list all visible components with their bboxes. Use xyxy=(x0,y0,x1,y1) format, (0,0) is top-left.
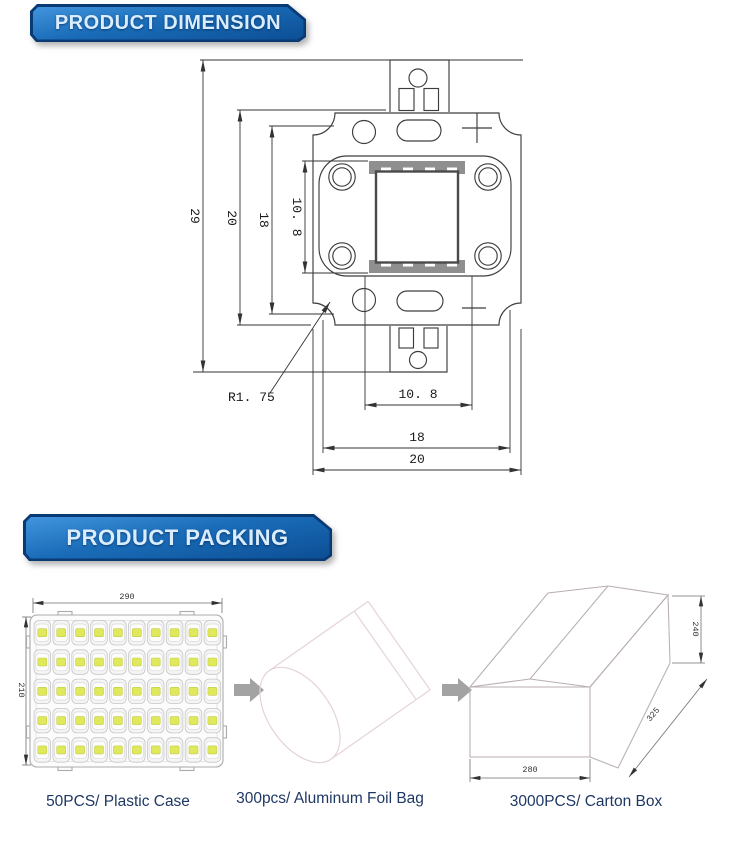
plus-polarity-mark xyxy=(462,113,492,143)
carton-dim-height: 240 xyxy=(690,621,700,636)
bag-caption: 300pcs/ Aluminum Foil Bag xyxy=(236,790,424,807)
case-dim-width: 290 xyxy=(119,592,134,602)
led-chips-grid xyxy=(33,620,222,763)
inner-frame xyxy=(318,155,512,277)
aluminum-foil-bag xyxy=(259,600,431,764)
mounting-holes xyxy=(328,163,502,270)
carton-dim-width: 280 xyxy=(522,765,537,775)
top-pilot-hole xyxy=(351,119,377,145)
carton-front-flap xyxy=(469,678,591,688)
dim-inner-width: 18 xyxy=(409,430,425,445)
carton-dimension-lines xyxy=(469,595,708,782)
banner-face: PRODUCT DIMENSION xyxy=(33,7,304,40)
led-module-outline xyxy=(312,59,522,373)
carton-lid xyxy=(469,585,670,688)
led-dimension-drawing: 29 20 18 10. 8 10. 8 18 20 R1. 75 xyxy=(187,59,523,475)
dim-body-width: 20 xyxy=(409,452,425,467)
dim-inner-height: 18 xyxy=(256,212,271,228)
case-dim-height: 210 xyxy=(16,682,26,697)
bottom-pilot-hole xyxy=(351,287,377,313)
bag-opening xyxy=(259,666,341,764)
dim-emitter-width: 10. 8 xyxy=(398,387,437,402)
radius-callout: R1. 75 xyxy=(228,390,275,405)
case-caption: 50PCS/ Plastic Case xyxy=(46,793,190,810)
carton-side xyxy=(589,593,671,769)
arrow-case-to-bag xyxy=(234,678,264,702)
section-title-dimension: PRODUCT DIMENSION xyxy=(54,11,282,34)
top-slot xyxy=(396,119,442,142)
bottom-slot xyxy=(396,290,444,312)
carton-caption: 3000PCS/ Carton Box xyxy=(509,793,663,810)
plastic-case-tray xyxy=(25,610,228,772)
packing-graphics: 290 210 xyxy=(16,585,708,782)
carton-lid-seam xyxy=(529,585,609,680)
bottom-tab-hole xyxy=(408,350,428,370)
bottom-tab xyxy=(389,326,448,373)
arrow-bag-to-carton xyxy=(442,678,472,702)
emitting-area xyxy=(374,170,460,264)
top-tab-hole xyxy=(408,68,428,88)
dim-emitter-height: 10. 8 xyxy=(289,197,304,236)
banner-face: PRODUCT PACKING xyxy=(26,517,330,559)
section-banner-dimension: PRODUCT DIMENSION xyxy=(30,4,306,42)
dimension-lines xyxy=(200,60,521,473)
carton-box: 280 240 325 xyxy=(469,585,708,782)
dim-body-height: 20 xyxy=(224,210,239,226)
dim-total-height: 29 xyxy=(187,208,202,224)
section-banner-packing: PRODUCT PACKING xyxy=(23,514,332,561)
section-title-packing: PRODUCT PACKING xyxy=(66,524,289,550)
extension-lines xyxy=(193,59,523,475)
top-tab xyxy=(389,59,450,112)
